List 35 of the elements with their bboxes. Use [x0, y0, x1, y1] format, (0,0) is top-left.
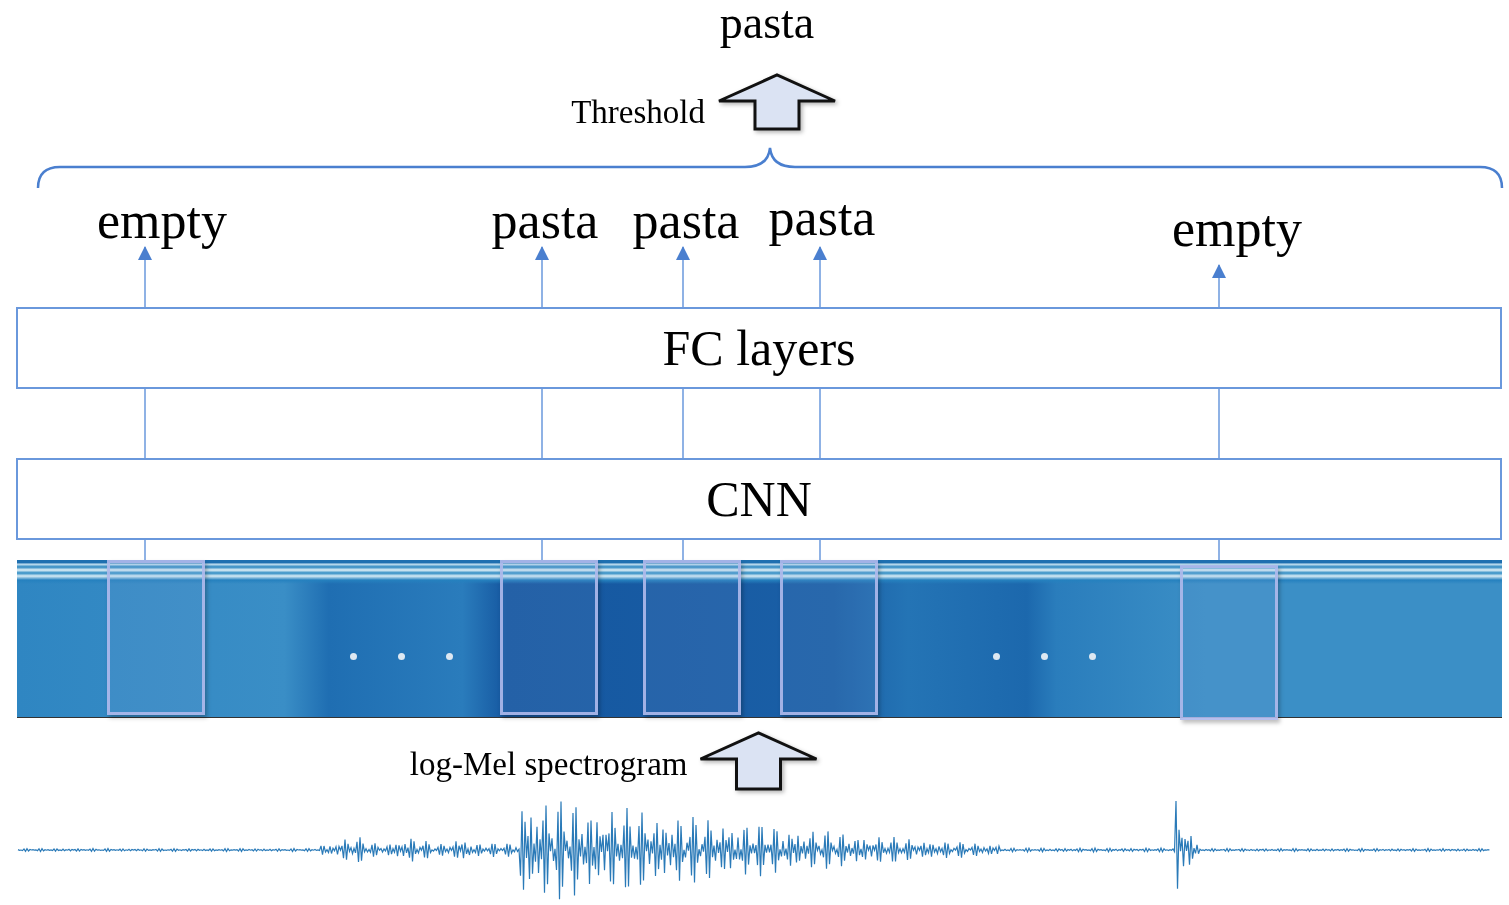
output-word: pasta [632, 195, 740, 247]
connector-line [819, 539, 821, 561]
layer-box [16, 307, 1502, 389]
connector-line [541, 539, 543, 561]
connector-line [682, 539, 684, 561]
edge-label: log-Mel spectrogram [409, 748, 688, 781]
layer-name: CNN [706, 474, 812, 524]
layer-box [16, 458, 1502, 540]
hollow-arrow [717, 73, 837, 131]
waveform-picture [17, 800, 1491, 900]
output-word: empty [97, 195, 227, 247]
window-box [643, 560, 741, 715]
connector-line [144, 388, 146, 459]
connector-line [813, 246, 827, 308]
window-box [780, 560, 878, 715]
window-box [500, 560, 598, 715]
connector-line [1212, 264, 1226, 308]
output-word: pasta [491, 195, 599, 247]
window-box [107, 560, 205, 715]
connector-line [1218, 388, 1220, 459]
hollow-arrow [699, 731, 818, 791]
output-word: empty [1172, 203, 1302, 255]
connector-line [1218, 539, 1220, 561]
connector-line [138, 246, 152, 308]
connector-line [676, 246, 690, 308]
connector-line [535, 246, 549, 308]
connector-line [144, 539, 146, 561]
spectrogram-picture [17, 560, 1502, 718]
connector-line [541, 388, 543, 459]
output-word: pasta [768, 192, 876, 244]
edge-label: Threshold [571, 96, 705, 129]
window-box [1180, 565, 1278, 720]
output-word: pasta [719, 0, 815, 46]
connector-line [682, 388, 684, 459]
connector-line [819, 388, 821, 459]
